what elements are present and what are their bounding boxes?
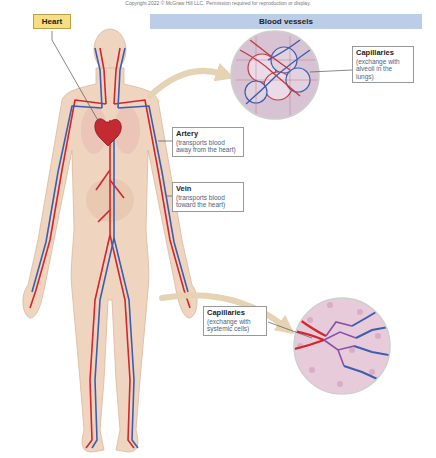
blood-vessels-band: Blood vessels [150,14,422,29]
heading-text: Blood vessels [152,17,420,26]
heart-shape [95,119,121,146]
veins [32,48,188,448]
heading-text: Artery [176,130,240,139]
body-text: (exchange with alveoli in the lungs) [356,58,410,80]
systemic-capillaries-magnified [290,298,394,394]
heart-label-box: Heart [33,14,71,29]
heading-text: Capillaries [356,49,410,58]
lung-capillaries-magnified [231,31,320,119]
heading-text: Vein [176,185,240,194]
artery-label-box: Artery(transports blood away from the he… [172,127,244,157]
vein-label-box: Vein(transports blood toward the heart) [172,182,244,212]
body-text: (exchange with systemic cells) [207,318,263,333]
leader-lines [52,31,352,338]
heading-text: Capillaries [207,309,263,318]
capillaries-label-box: Capillaries(exchange with alveoli in the… [352,46,414,83]
body-text: (transports blood toward the heart) [176,194,240,209]
arteries [30,48,190,448]
capillaries-label-box: Capillaries(exchange with systemic cells… [203,306,267,336]
body-text: (transports blood away from the heart) [176,139,240,154]
copyright-note: Copyright 2022 © McGraw Hill LLC. Permis… [0,0,436,6]
heading-text: Heart [36,17,68,26]
body-figure [23,29,197,452]
